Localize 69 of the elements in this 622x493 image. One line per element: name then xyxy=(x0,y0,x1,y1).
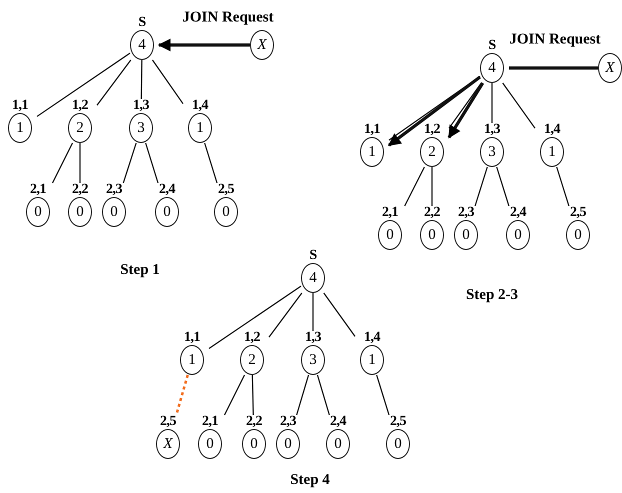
node-circle: 1 xyxy=(188,113,212,143)
node-label: 1,2 xyxy=(424,123,440,137)
node-circle: 0 xyxy=(386,429,410,459)
node-circle: 0 xyxy=(566,220,590,250)
node-label: 2,1 xyxy=(30,183,46,197)
node-circle: 0 xyxy=(454,220,478,250)
node-circle: 0 xyxy=(102,197,126,227)
node-circle: 2 xyxy=(240,345,264,375)
node-circle: 1 xyxy=(8,113,32,143)
node-circle: 3 xyxy=(480,137,504,167)
node-label: 2,4 xyxy=(510,206,526,220)
node-circle: X xyxy=(250,30,274,60)
node-circle: 0 xyxy=(214,197,238,227)
node-circle: 0 xyxy=(242,429,266,459)
node-circle: 3 xyxy=(129,113,153,143)
node-circle: 0 xyxy=(198,429,222,459)
node-label: 1,3 xyxy=(133,99,149,113)
node-circle: 4 xyxy=(301,263,325,293)
node-circle: 1 xyxy=(360,345,384,375)
node-label: 1,3 xyxy=(305,331,321,345)
node-label: 2,5 xyxy=(390,415,406,429)
node-label: 1,4 xyxy=(544,123,560,137)
node-label: 2,2 xyxy=(246,415,262,429)
node-circle: 0 xyxy=(420,220,444,250)
node-circle: 4 xyxy=(480,53,504,83)
node-label: 1,3 xyxy=(484,123,500,137)
node-label: S xyxy=(488,39,496,53)
node-circle: 1 xyxy=(360,137,384,167)
node-label: 2,2 xyxy=(72,183,88,197)
node-label: 2,4 xyxy=(330,415,346,429)
node-label: 2,4 xyxy=(159,183,175,197)
step-caption: Step 4 xyxy=(290,472,330,489)
node-circle: 0 xyxy=(68,197,92,227)
node-circle: 2 xyxy=(420,137,444,167)
node-circle: 0 xyxy=(155,197,179,227)
node-circle: 1 xyxy=(180,345,204,375)
node-label: 1,2 xyxy=(72,99,88,113)
node-circle: X xyxy=(156,429,180,459)
node-circle: 0 xyxy=(276,429,300,459)
node-label: 1,1 xyxy=(12,99,28,113)
node-label: 2,3 xyxy=(458,206,474,220)
node-circle: 0 xyxy=(326,429,350,459)
node-circle: 0 xyxy=(26,197,50,227)
node-circle: 1 xyxy=(540,137,564,167)
node-label: 2,2 xyxy=(424,206,440,220)
node-label: 2,1 xyxy=(382,206,398,220)
node-label: S xyxy=(138,16,146,30)
node-label: 2,5 xyxy=(160,415,176,429)
node-label: 2,3 xyxy=(106,183,122,197)
node-label: 1,1 xyxy=(364,123,380,137)
node-label: 1,2 xyxy=(244,331,260,345)
step-caption: Step 2-3 xyxy=(466,287,518,304)
node-label: 2,5 xyxy=(570,206,586,220)
node-circle: 3 xyxy=(301,345,325,375)
node-circle: 4 xyxy=(130,30,154,60)
node-label: 2,1 xyxy=(202,415,218,429)
node-label: 1,4 xyxy=(364,331,380,345)
node-circle: X xyxy=(598,53,622,83)
node-label: S xyxy=(309,249,317,263)
edge-label: JOIN Request xyxy=(508,32,602,48)
node-circle: 0 xyxy=(506,220,530,250)
node-label: 1,4 xyxy=(192,99,208,113)
node-circle: 2 xyxy=(68,113,92,143)
edge-label: JOIN Request xyxy=(181,10,275,26)
step-caption: Step 1 xyxy=(120,262,160,279)
node-label: 2,3 xyxy=(280,415,296,429)
node-label: 2,5 xyxy=(218,183,234,197)
node-label: 1,1 xyxy=(184,331,200,345)
node-circle: 0 xyxy=(378,220,402,250)
